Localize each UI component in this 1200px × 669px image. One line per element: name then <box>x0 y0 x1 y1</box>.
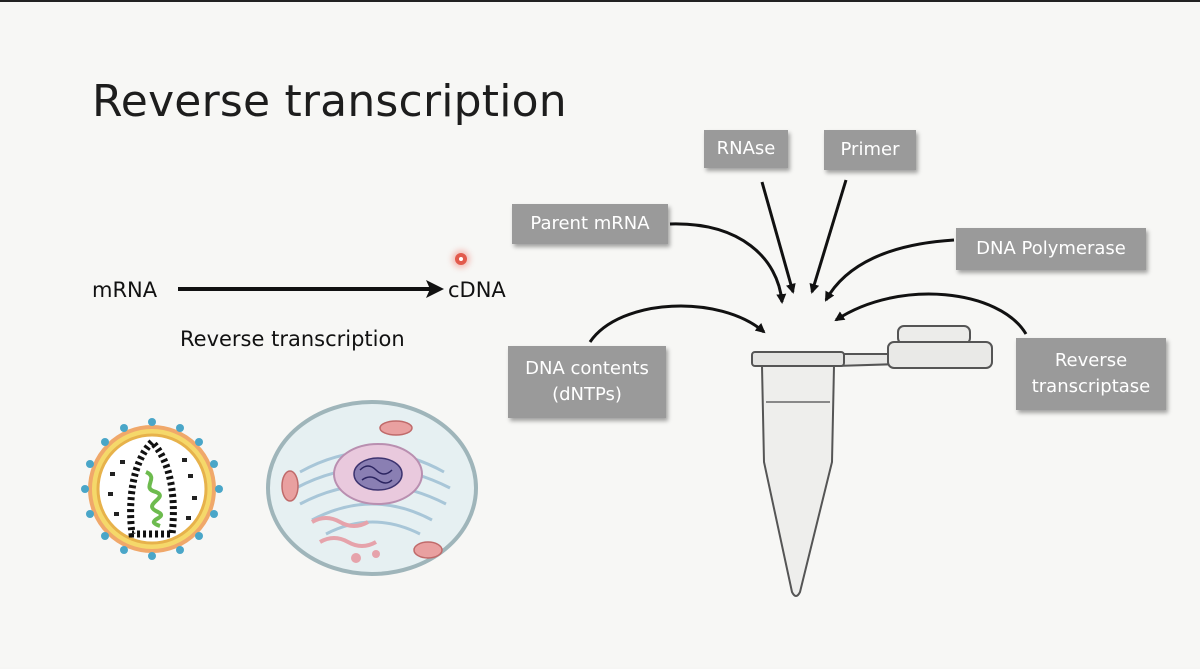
reverse-transcription-caption: Reverse transcription <box>180 327 405 351</box>
dntps-arrow <box>588 304 766 343</box>
cell-icon <box>266 400 478 576</box>
dna-polymerase-label: DNA Polymerase <box>976 238 1126 259</box>
primer-arrow <box>809 179 848 294</box>
laser-pointer-icon <box>455 253 467 265</box>
microcentrifuge-tube-icon <box>751 325 993 597</box>
primer-box: Primer <box>824 130 916 170</box>
slide-title: Reverse transcription <box>92 76 567 127</box>
cdna-label: cDNA <box>448 278 506 302</box>
dna-polymerase-arrow <box>824 238 955 302</box>
parent-mrna-label: Parent mRNA <box>530 213 650 234</box>
reverse-transcriptase-box: Reverse transcriptase <box>1016 338 1166 410</box>
virus-icon <box>81 418 223 560</box>
primer-label: Primer <box>840 139 900 160</box>
mrna-label: mRNA <box>92 278 158 302</box>
rnase-arrow <box>760 181 796 294</box>
dna-contents-box: DNA contents (dNTPs) <box>508 346 666 418</box>
dntps-label: (dNTPs) <box>552 384 622 405</box>
parent-mrna-arrow <box>669 222 787 304</box>
rnase-box: RNAse <box>704 130 788 168</box>
dna-polymerase-box: DNA Polymerase <box>956 228 1146 270</box>
reverse-transcriptase-label-2: transcriptase <box>1031 376 1151 397</box>
reverse-transcriptase-label-1: Reverse <box>1054 350 1128 371</box>
dna-contents-label: DNA contents <box>525 358 649 379</box>
reverse-transcriptase-arrow <box>834 292 1028 335</box>
rnase-label: RNAse <box>716 138 776 159</box>
parent-mrna-box: Parent mRNA <box>512 204 668 244</box>
